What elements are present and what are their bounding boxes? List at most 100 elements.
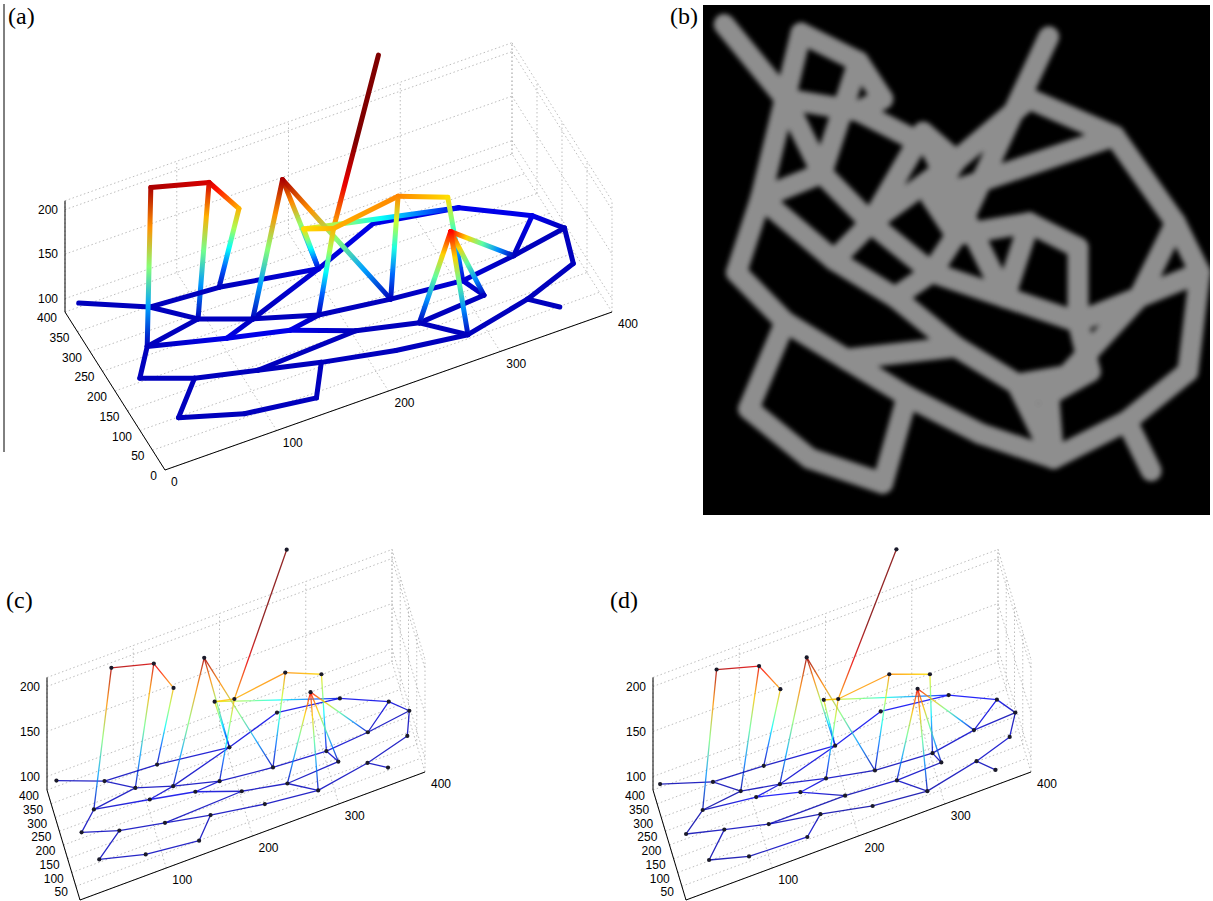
vessel-segment — [147, 338, 227, 346]
graph-node-dot — [133, 786, 137, 790]
grid-line — [512, 43, 612, 201]
grid-line — [653, 550, 998, 678]
graph-node-dot — [365, 761, 369, 765]
graph-node-dot — [747, 854, 751, 858]
tick-label: 0 — [150, 469, 157, 483]
vessel-segment — [99, 854, 145, 859]
grid-line — [128, 253, 575, 411]
graph-node-dot — [798, 790, 802, 794]
vessel-segment — [949, 695, 997, 700]
vessel-segment — [703, 791, 741, 810]
vessel-segment — [527, 299, 559, 307]
graph-node-dot — [805, 655, 809, 659]
vessel-segment — [173, 658, 204, 786]
graph-node-dot — [871, 804, 875, 808]
graph-node-dot — [915, 687, 919, 691]
vessel-segment — [94, 668, 111, 810]
vessel-segment — [824, 698, 838, 700]
vessel-tube — [956, 37, 1049, 235]
vessel-tube — [834, 260, 895, 297]
vessel-segment — [780, 657, 807, 784]
vessel-segment — [451, 232, 468, 335]
vessel-segment — [99, 831, 119, 860]
vessel-segment — [686, 830, 724, 834]
graph-node-dot — [767, 822, 771, 826]
vessel-segment — [283, 180, 319, 269]
vessel-segment — [319, 228, 334, 315]
tick-label: 50 — [131, 449, 144, 463]
graph-node-dot — [778, 782, 782, 786]
grid-line — [47, 678, 48, 791]
tick-label: 100 — [112, 430, 132, 444]
grid-line — [392, 649, 425, 759]
vessel-segment — [195, 781, 219, 792]
grid-line — [739, 758, 772, 868]
vessel-tube — [1005, 223, 1029, 297]
vessel-segment — [974, 713, 1015, 731]
vessel-segment — [79, 303, 150, 307]
graph-node-dot — [316, 788, 320, 792]
axis-line — [65, 312, 165, 470]
graph-node-dot — [722, 827, 726, 831]
grid-line — [998, 550, 999, 663]
plot-c — [47, 548, 425, 900]
vessel-segment — [135, 786, 173, 788]
panel-label: (d) — [610, 586, 638, 614]
panel-label: (c) — [6, 586, 33, 614]
grid-line — [653, 604, 998, 732]
graph-node-dot — [308, 690, 312, 694]
graph-node-dot — [1013, 711, 1017, 715]
graph-node-dot — [947, 693, 951, 697]
vessel-segment — [824, 700, 835, 746]
grid-line — [176, 161, 177, 272]
grid-line — [165, 312, 612, 470]
grid-line — [653, 649, 998, 777]
tick-label: 100 — [44, 872, 64, 886]
vessel-segment — [199, 815, 210, 841]
vessel-segment — [165, 791, 242, 823]
vessel-tube — [907, 396, 980, 433]
tick-label: 200 — [20, 680, 40, 694]
tick-label: 150 — [20, 725, 40, 739]
grid-line — [133, 758, 166, 868]
vessel-tube — [956, 347, 1017, 384]
tick-label: 250 — [637, 830, 657, 844]
graph-node-dot — [213, 700, 217, 704]
graph-node-dot — [407, 709, 411, 713]
vessel-segment — [780, 778, 826, 784]
vessel-segment — [930, 674, 933, 753]
graph-node-dot — [171, 784, 175, 788]
vessel-segment — [918, 689, 974, 730]
graph-node-dot — [824, 776, 828, 780]
grid-line — [682, 758, 1027, 886]
graph-node-dot — [324, 749, 328, 753]
graph-node-dot — [972, 728, 976, 732]
grid-line — [425, 660, 426, 773]
vessel-segment — [220, 767, 273, 781]
vessel-segment — [826, 699, 838, 778]
vessel-segment — [703, 670, 717, 810]
vessel-segment — [220, 699, 235, 781]
vessel-segment — [845, 780, 897, 795]
graph-node-dot — [387, 700, 391, 704]
grid-line — [512, 43, 513, 154]
vessel-segment — [82, 809, 94, 832]
vessel-segment — [204, 658, 229, 747]
grid-line — [65, 141, 512, 299]
tick-label: 200 — [865, 841, 885, 855]
grid-line — [587, 161, 588, 272]
vessel-segment — [204, 658, 273, 768]
tick-label: 150 — [99, 410, 119, 424]
vessel-segment — [140, 347, 147, 379]
vessel-segment — [459, 208, 532, 216]
vessel-segment — [195, 791, 241, 793]
graph-node-dot — [319, 672, 323, 676]
vessel-segment — [287, 692, 310, 783]
grid-line — [392, 550, 393, 663]
tick-label: 400 — [618, 317, 638, 331]
tick-label: 250 — [74, 370, 94, 384]
tick-label: 50 — [661, 885, 674, 899]
vessel-segment — [367, 736, 407, 763]
vessel-segment — [94, 800, 150, 810]
vessel-tube — [749, 409, 810, 459]
